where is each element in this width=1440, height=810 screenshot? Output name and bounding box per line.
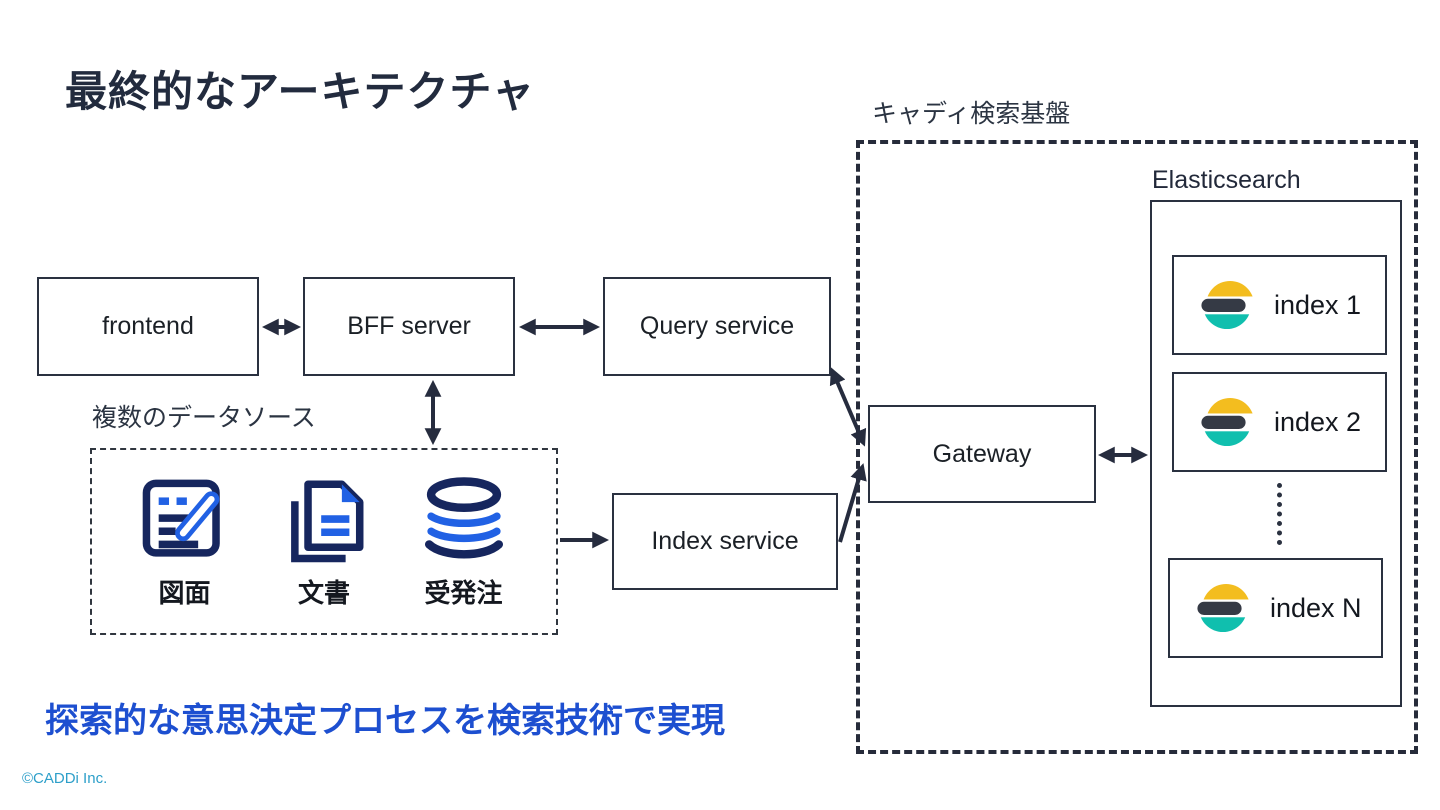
datasource-label: 図面 — [158, 578, 211, 608]
node-gateway-label: Gateway — [932, 439, 1032, 468]
node-bff-server-label: BFF server — [347, 312, 471, 340]
index-box-1: index 1 — [1172, 255, 1387, 355]
node-frontend: frontend — [37, 277, 259, 376]
node-query-service-label: Query service — [639, 312, 795, 340]
platform-container — [856, 140, 1418, 754]
datasources-container: 図面 文書 受発注 — [90, 448, 558, 635]
index-box-2: index 2 — [1172, 372, 1387, 472]
node-frontend-label: frontend — [102, 312, 194, 340]
elasticsearch-logo-icon — [1196, 391, 1258, 453]
tagline: 探索的な意思決定プロセスを検索技術で実現 — [45, 702, 725, 740]
copyright: ©CADDi Inc. — [22, 770, 108, 787]
elasticsearch-label: Elasticsearch — [1152, 166, 1301, 194]
page-title: 最終的なアーキテクチャ — [65, 68, 536, 115]
vertical-ellipsis-dots — [1277, 483, 1282, 545]
datasource-item-drawings: 図面 — [138, 473, 232, 610]
database-icon — [424, 477, 503, 559]
node-gateway: Gateway — [868, 405, 1096, 503]
datasource-label: 受発注 — [424, 578, 503, 608]
platform-label: キャディ検索基盤 — [872, 100, 1071, 128]
datasource-item-documents: 文書 — [277, 473, 371, 610]
drawing-icon — [142, 479, 220, 557]
index-label: index 1 — [1274, 289, 1362, 320]
index-box-n: index N — [1168, 558, 1383, 658]
datasources-label: 複数のデータソース — [92, 404, 316, 432]
elasticsearch-logo-icon — [1192, 577, 1254, 639]
elasticsearch-logo-icon — [1196, 274, 1258, 336]
datasource-item-orders: 受発注 — [417, 473, 511, 610]
index-label: index 2 — [1274, 406, 1362, 437]
node-query-service: Query service — [603, 277, 831, 376]
node-bff-server: BFF server — [303, 277, 515, 376]
node-index-service-label: Index service — [651, 527, 799, 555]
document-icon — [291, 480, 364, 563]
index-label: index N — [1270, 592, 1362, 623]
node-index-service: Index service — [612, 493, 838, 590]
datasource-label: 文書 — [297, 578, 350, 608]
